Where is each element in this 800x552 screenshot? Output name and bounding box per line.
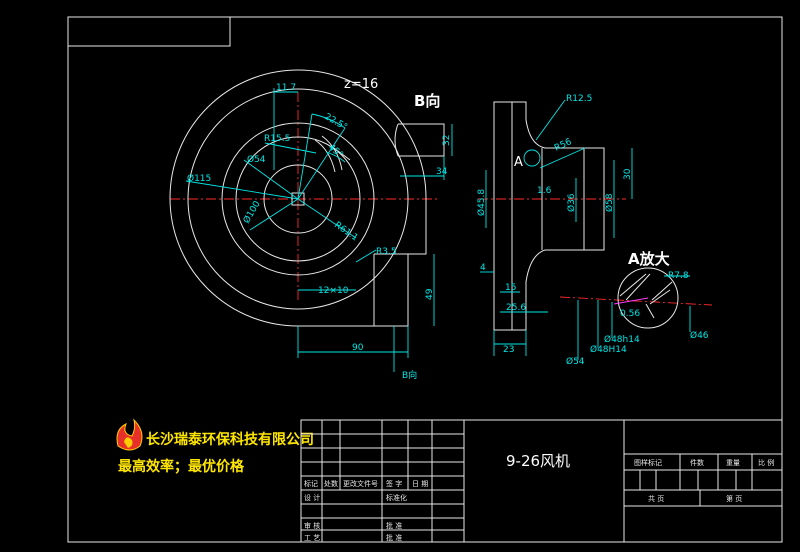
tb-right-footer-1: 第 页 [726, 494, 742, 503]
company-slogan: 最高效率；最优价格 [118, 458, 245, 475]
b-view-body [398, 123, 445, 157]
dim-r15-5: R15.5 [264, 134, 290, 144]
outer-arc [169, 69, 427, 327]
outlet-duct [298, 253, 409, 327]
tb-r1-0: 标记 [304, 479, 318, 488]
dim-11-7: 11.7 [276, 83, 296, 93]
dim-90: 90 [352, 343, 364, 353]
front-view [169, 69, 440, 372]
dim-15: 15 [505, 283, 516, 293]
tb-r4-1: 批 准 [386, 533, 402, 542]
detail-a [559, 267, 713, 360]
tb-r2-1: 标准化 [386, 493, 407, 502]
company-logo [116, 418, 143, 451]
dim-4: 4 [480, 263, 486, 273]
dim-23: 23 [503, 345, 514, 355]
dim-r12-5: R12.5 [566, 94, 592, 104]
circle-d115 [187, 88, 409, 310]
dim-r3-5: R3.5 [376, 247, 397, 257]
dim-12x10: 12×10 [318, 286, 349, 296]
label-a-detail: A放大 [628, 250, 670, 268]
detail-a-circle [523, 149, 541, 167]
dim-r61-leader [297, 198, 357, 239]
blade-1 [314, 139, 336, 173]
dim-d48h14: Ø48h14 [604, 334, 640, 345]
dim-32: 32 [442, 135, 452, 146]
dim-49: 49 [425, 288, 435, 300]
blade-2 [321, 135, 343, 171]
dim-d115: Ø115 [187, 173, 211, 184]
tb-right-header-1: 件数 [690, 458, 704, 467]
dim-d54: Ø54 [247, 154, 266, 165]
circle-mid [235, 136, 361, 262]
label-a-mark: A [514, 155, 523, 170]
detail-circle [617, 267, 679, 329]
detail-blades [619, 273, 673, 319]
dim-r56: R56 [553, 137, 574, 154]
dim-1-6: 1.6 [537, 186, 552, 196]
tb-right-header-0: 图样标记 [634, 458, 662, 467]
dim-d115-leader [185, 180, 299, 200]
blade-3 [333, 147, 351, 161]
tb-r3-1: 批 准 [386, 521, 402, 530]
dim-r3-leader [355, 249, 377, 263]
label-b-view: B向 [414, 92, 440, 110]
b-view-break [394, 123, 399, 157]
dim-d36: Ø36 [566, 193, 577, 212]
section-view [478, 99, 633, 356]
tb-r2-0: 设 计 [304, 493, 320, 502]
dim-r61-1: R61.1 [332, 220, 359, 243]
detail-leader-1 [613, 297, 649, 305]
tb-r1-3: 签 字 [386, 479, 402, 488]
tb-right-header-3: 比 例 [758, 458, 774, 467]
circle-d54 [263, 164, 333, 234]
title-block [300, 419, 783, 543]
dim-d100: Ø100 [241, 199, 263, 226]
detail-centerline [559, 296, 713, 306]
dim-22-5: 22.5° [323, 112, 349, 133]
dim-30: 30 [623, 168, 633, 180]
dim-d54-b: Ø54 [566, 356, 585, 367]
tb-r1-2: 更改文件号 [343, 479, 378, 488]
dim-r12-leader [535, 99, 566, 141]
outlet-side [374, 198, 427, 255]
dim-d46: Ø46 [690, 330, 709, 341]
circle-d100 [221, 122, 375, 276]
title-block-frame [300, 419, 783, 543]
dim-34: 34 [436, 167, 448, 177]
tb-right-footer-0: 共 页 [648, 494, 664, 503]
dim-r56-leader [539, 147, 586, 169]
dim-r7-8: R7.8 [668, 271, 689, 281]
hub-key [291, 192, 305, 206]
dim-d58: Ø58 [604, 193, 615, 212]
angle-ray-1 [297, 113, 313, 200]
tb-r4-0: 工 艺 [304, 534, 320, 542]
dim-0-56: 0.56 [620, 309, 640, 319]
dim-d48H14: Ø48H14 [590, 344, 627, 355]
tb-r3-0: 审 核 [304, 521, 320, 530]
angle-ray-2 [297, 127, 346, 200]
company-name: 长沙瑞泰环保科技有限公司 [146, 431, 314, 448]
dim-z: z=16 [344, 77, 378, 92]
b-view [394, 123, 453, 180]
label-b-view-arrow: B向 [402, 369, 417, 381]
dim-d100-leader [249, 198, 299, 231]
tb-r1-1: 处数 [324, 479, 338, 488]
tb-r1-4: 日 期 [412, 480, 428, 488]
angle-arc-1 [311, 113, 346, 129]
dim-r15-leader [264, 142, 317, 154]
flame-icon [116, 418, 143, 451]
corner-label-box [67, 16, 231, 47]
drawing-title: 9-26风机 [506, 452, 570, 470]
flame-inner-icon [124, 437, 133, 448]
angle-arc-2 [325, 151, 346, 163]
dim-d54-leader [243, 159, 299, 200]
dim-25-6: 25.6 [506, 303, 526, 313]
dim-d45-8: Ø45.8 [476, 189, 487, 216]
tb-right-header-2: 重量 [726, 459, 740, 467]
section-outline [493, 101, 605, 331]
